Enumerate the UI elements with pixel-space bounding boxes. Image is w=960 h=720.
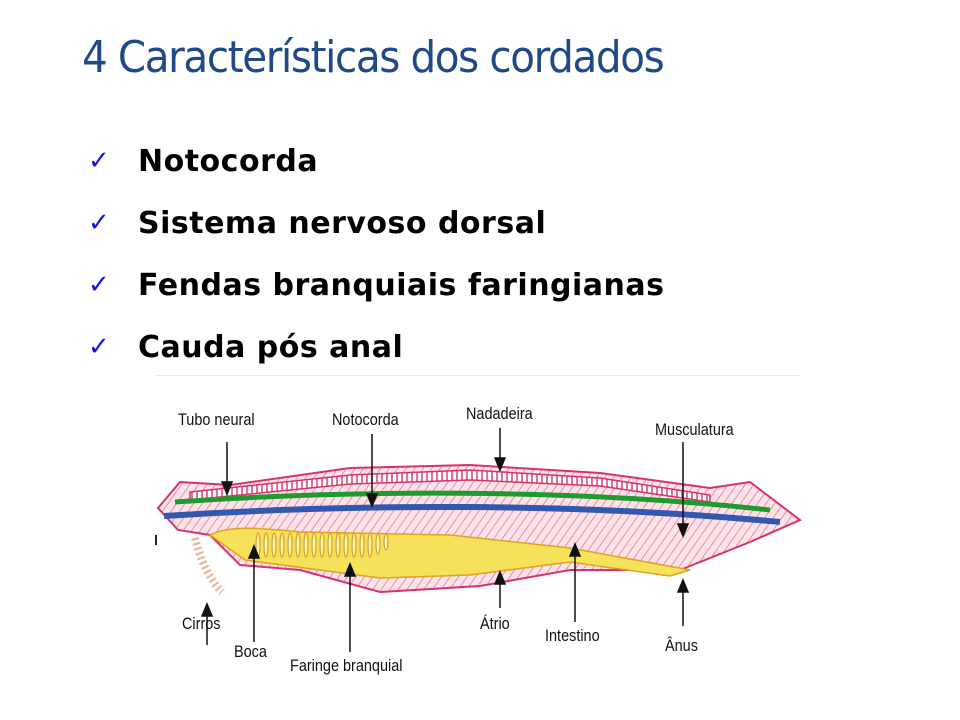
label-notocorda: Notocorda <box>332 410 399 429</box>
bullet-item: ✓ Cauda pós anal <box>88 316 665 378</box>
amphioxus-diagram: Tubo neural Notocorda Nadadeira Musculat… <box>150 370 810 690</box>
checkmark-icon: ✓ <box>88 270 110 300</box>
bullet-text: Fendas branquiais faringianas <box>138 267 665 303</box>
label-musculatura: Musculatura <box>655 420 734 439</box>
stray-mark <box>155 535 157 545</box>
bullet-item: ✓ Notocorda <box>88 130 665 192</box>
bullet-text: Sistema nervoso dorsal <box>138 205 547 241</box>
bullet-item: ✓ Fendas branquiais faringianas <box>88 254 665 316</box>
checkmark-icon: ✓ <box>88 332 110 362</box>
label-anus: Ânus <box>665 636 698 655</box>
slide-title: 4 Características dos cordados <box>82 32 665 83</box>
bullet-text: Cauda pós anal <box>138 329 404 365</box>
label-nadadeira: Nadadeira <box>466 404 533 423</box>
diagram-top-border <box>155 375 799 376</box>
bullet-list: ✓ Notocorda ✓ Sistema nervoso dorsal ✓ Fend… <box>88 130 665 378</box>
label-tubo-neural: Tubo neural <box>178 410 255 429</box>
checkmark-icon: ✓ <box>88 146 110 176</box>
label-boca: Boca <box>234 642 267 661</box>
amphioxus-illustration <box>156 428 802 652</box>
label-atrio: Átrio <box>480 614 510 633</box>
bullet-item: ✓ Sistema nervoso dorsal <box>88 192 665 254</box>
label-faringe-branquial: Faringe branquial <box>290 656 403 675</box>
bullet-text: Notocorda <box>138 143 319 179</box>
label-cirros: Cirros <box>182 614 221 633</box>
label-intestino: Intestino <box>545 626 600 645</box>
checkmark-icon: ✓ <box>88 208 110 238</box>
